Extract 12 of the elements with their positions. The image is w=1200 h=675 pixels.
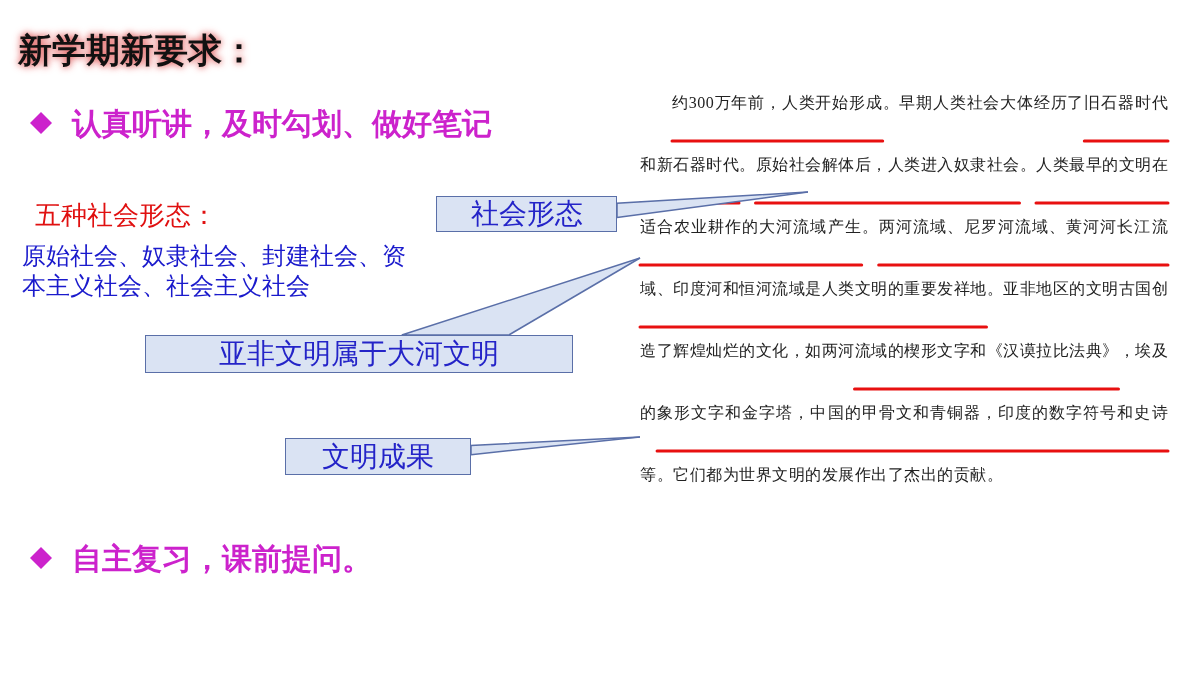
callout-box — [285, 438, 471, 475]
callout-box — [436, 196, 617, 232]
bullet-text: 自主复习，课前提问。 — [72, 540, 372, 578]
bullet-text: 认真听讲，及时勾划、做好笔记 — [72, 105, 492, 143]
callout-text: 亚非文明属于大河文明 — [219, 336, 499, 372]
callout-box — [145, 335, 573, 373]
callout-text: 社会形态 — [470, 196, 583, 232]
textbook-passage: 约300万年前，人类开始形成。早期人类社会大体经历了旧石器时代和新石器时代。原始社会解体后，人类进入奴隶社会。人类最早的文明在适合农业耕作的大河流域产生。两河流域、尼罗河流域、黄河河长江流域、印度河和恒河流域是人类文明的重要发祥地。亚非地区的文明古国创造了辉煌灿烂的文化，如两河流域的楔形文字和《汉谟拉比法典》，埃及的象形文字和金字塔，中国的甲骨文和青铜器，印度的数字符号和史诗等。它们都为世界文明的发展作出了杰出的贡献。 — [640, 72, 1168, 506]
list-text: 原始社会、奴隶社会、封建社会、资本主义社会、社会主义社会 — [22, 241, 407, 301]
section-heading: 五种社会形态： — [35, 199, 217, 232]
slide-title: 新学期新要求： — [18, 29, 256, 72]
callout-text: 文明成果 — [322, 438, 434, 475]
